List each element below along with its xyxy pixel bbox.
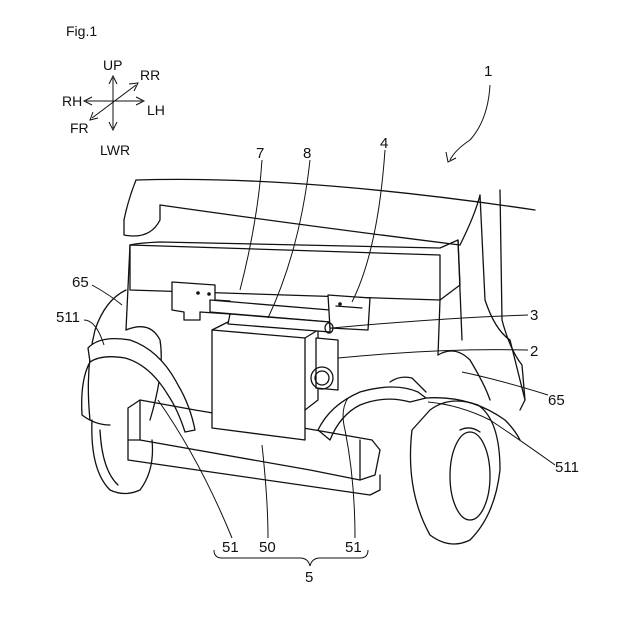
dir-rh-label: RH [62,93,82,109]
right-wheel [410,401,500,544]
left-wheel [92,420,153,494]
ref-vehicle: 1 [484,63,492,80]
ref-fender-right: 65 [548,392,565,409]
bracket-assembly [172,282,370,332]
dir-fr-label: FR [70,120,89,136]
figure-title: Fig.1 [66,23,97,39]
dir-lh-label: LH [147,102,165,118]
ref-bumper-assembly: 5 [305,569,313,586]
ref-bumper-right: 51 [345,539,362,556]
sensor-unit [311,323,338,390]
ref-device: 2 [530,343,538,360]
central-box [212,322,318,440]
ref-bracket: 8 [303,145,311,162]
dir-lwr-label: LWR [100,142,130,158]
ref-fender-left: 65 [72,274,89,291]
dir-up-label: UP [103,57,122,73]
direction-indicator [84,76,144,130]
ref-sensor: 3 [530,307,538,324]
ref-front-panel: 7 [256,145,264,162]
ref-lamp-right: 511 [555,459,579,476]
ref-support: 4 [380,135,388,152]
ref-bumper-center: 50 [259,539,276,556]
ref-bumper-left: 51 [222,539,239,556]
ref-lamp-left: 511 [56,309,80,326]
dir-rr-label: RR [140,67,160,83]
right-fender [318,351,520,440]
